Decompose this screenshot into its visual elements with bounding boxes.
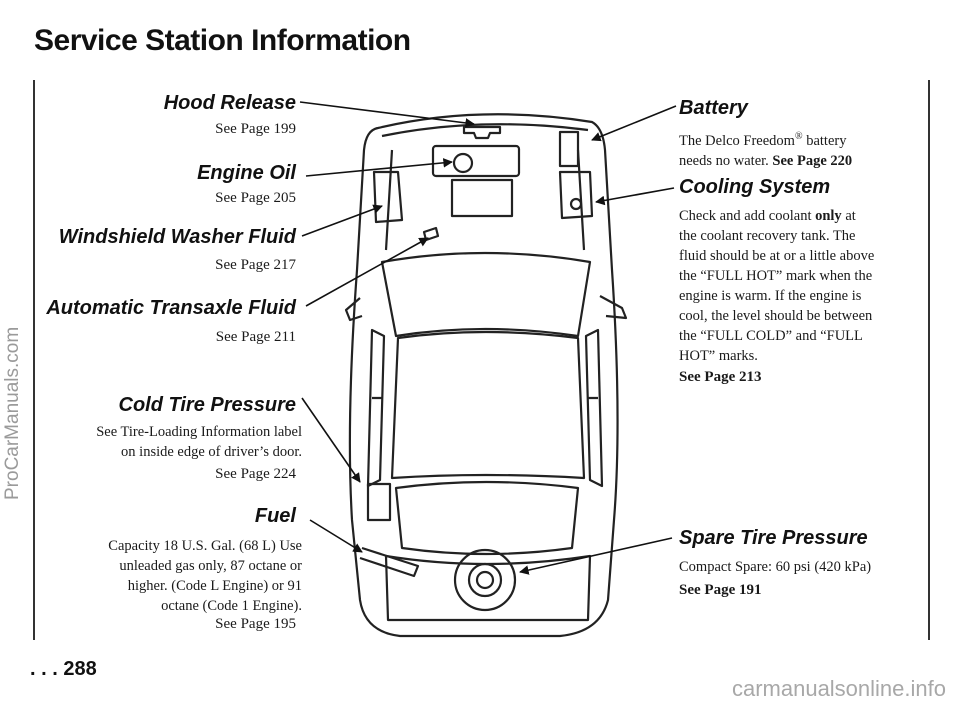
right-margin-rule — [928, 80, 930, 640]
roof — [390, 330, 586, 480]
spare-tire-arrow — [519, 537, 673, 575]
car-body-outline — [348, 113, 619, 638]
fuel-arrow — [309, 519, 363, 553]
engine-oil-cap — [452, 152, 474, 174]
spare-tire-page-ref: See Page 191 — [679, 582, 762, 598]
washer-fluid-page-ref: See Page 217 — [215, 257, 296, 273]
spare-tire-outer — [453, 548, 517, 612]
left-margin-rule — [33, 80, 35, 640]
transaxle-fluid-heading: Automatic Transaxle Fluid — [46, 297, 296, 319]
cooling-system-heading: Cooling System — [679, 176, 831, 198]
tire-pressure-text: See Tire-Loading Information label on in… — [96, 424, 302, 460]
engine-oil-page-ref: See Page 205 — [215, 190, 296, 206]
air-cleaner — [450, 178, 514, 218]
fuel-text: Capacity 18 U.S. Gal. (68 L) Use unleade… — [108, 538, 302, 614]
tire-pressure-page-ref: See Page 224 — [215, 466, 296, 482]
engine-oil-cap-housing — [431, 144, 521, 178]
battery-text: The Delco Freedom® battery needs no wate… — [679, 131, 853, 169]
hood-release-arrow — [299, 101, 475, 128]
washer-fluid-heading: Windshield Washer Fluid — [58, 226, 296, 248]
hood-release-heading: Hood Release — [163, 92, 296, 114]
driver-door-edge — [366, 482, 392, 522]
left-side-windows — [366, 328, 386, 488]
rear-window — [394, 480, 580, 556]
spare-tire-text: Compact Spare: 60 psi (420 kPa) — [679, 559, 872, 575]
engine-oil-heading: Engine Oil — [197, 162, 296, 184]
page-title: Service Station Information — [34, 24, 411, 57]
engine-oil-arrow — [305, 158, 453, 177]
tire-pressure-heading: Cold Tire Pressure — [118, 394, 296, 416]
right-mirror — [599, 295, 628, 320]
hood-latch — [462, 125, 502, 140]
transaxle-fluid-page-ref: See Page 211 — [215, 329, 296, 345]
cooling-system-arrow — [595, 187, 675, 206]
left-mirror — [344, 297, 363, 322]
coolant-tank — [558, 170, 594, 220]
fuel-door — [359, 546, 420, 578]
transaxle-dipstick — [422, 226, 440, 242]
hood-release-page-ref: See Page 199 — [215, 121, 296, 137]
page-number: . . . 288 — [30, 658, 97, 680]
fuel-heading: Fuel — [254, 505, 296, 527]
spare-tire-hub — [475, 570, 495, 590]
cooling-system-page-ref: See Page 213 — [679, 369, 762, 385]
hood-lines — [381, 123, 589, 251]
battery-heading: Battery — [679, 97, 748, 119]
spare-tire-rim — [467, 562, 503, 598]
battery-arrow — [591, 105, 677, 142]
transaxle-fluid-arrow — [305, 237, 429, 307]
right-side-windows — [584, 328, 604, 488]
bottom-watermark: carmanualsonline.info — [731, 676, 946, 701]
cold-tire-arrow — [301, 397, 361, 483]
fuel-page-ref: See Page 195 — [215, 616, 296, 632]
windshield — [380, 251, 592, 338]
battery-box — [558, 130, 580, 168]
spare-tire-heading: Spare Tire Pressure — [679, 527, 868, 549]
washer-fluid-arrow — [301, 204, 383, 237]
cooling-system-text: Check and add coolant only at the coolan… — [679, 208, 875, 364]
